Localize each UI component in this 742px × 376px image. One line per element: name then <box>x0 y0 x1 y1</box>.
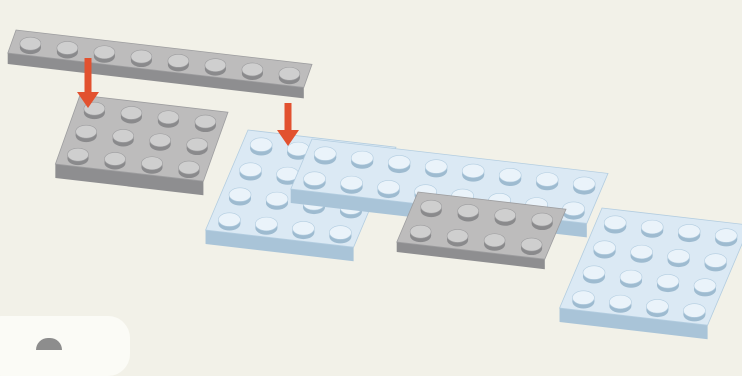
stud <box>678 224 700 238</box>
stud <box>168 54 189 67</box>
stud <box>20 37 41 50</box>
stud <box>240 163 262 177</box>
stud <box>304 172 326 186</box>
stud <box>150 134 171 147</box>
stud <box>447 229 468 242</box>
stud <box>218 213 240 227</box>
arrow-shaft <box>285 103 292 132</box>
stud <box>604 216 626 230</box>
stud <box>195 115 216 128</box>
stud <box>292 221 314 235</box>
stud <box>229 188 251 202</box>
stud <box>314 147 336 161</box>
stud <box>388 155 410 169</box>
stud <box>594 241 616 255</box>
stud <box>495 209 516 222</box>
stud <box>532 213 553 226</box>
stud <box>631 245 653 259</box>
stud <box>205 59 226 72</box>
stud <box>105 152 126 165</box>
stud <box>378 180 400 194</box>
stud <box>121 106 142 119</box>
stud <box>187 138 208 151</box>
stud <box>694 279 716 293</box>
stud <box>113 129 134 142</box>
stud <box>68 148 89 161</box>
stud <box>646 299 668 313</box>
stud <box>351 151 373 165</box>
arrow-shaft <box>85 58 92 94</box>
stud <box>425 160 447 174</box>
stud <box>499 168 521 182</box>
stud <box>242 63 263 76</box>
stud <box>341 176 363 190</box>
stud <box>620 270 642 284</box>
stud <box>641 220 663 234</box>
stud <box>131 50 152 63</box>
corner-badge <box>0 316 130 376</box>
stud <box>279 67 300 80</box>
blue-4x4-plate-right <box>560 208 742 339</box>
stud <box>572 291 594 305</box>
stud <box>329 226 351 240</box>
stud <box>76 125 97 138</box>
stud <box>521 238 542 251</box>
stud <box>683 304 705 318</box>
stud <box>573 177 595 191</box>
stud <box>250 138 272 152</box>
stud <box>158 111 179 124</box>
stud <box>179 161 200 174</box>
stud <box>142 157 163 170</box>
stud <box>57 41 78 54</box>
lego-assembly-illustration <box>0 0 742 344</box>
stud <box>458 204 479 217</box>
stud <box>266 192 288 206</box>
stud <box>255 217 277 231</box>
stud <box>715 229 737 243</box>
gray-1x8-plate <box>8 30 312 98</box>
stud <box>563 202 585 216</box>
stud <box>462 164 484 178</box>
stud <box>657 274 679 288</box>
stud <box>410 225 431 238</box>
stud <box>421 200 442 213</box>
stud <box>484 234 505 247</box>
stud <box>609 295 631 309</box>
stud <box>536 173 558 187</box>
stud <box>668 249 690 263</box>
stud <box>94 46 115 59</box>
gray-2x4-plate-left <box>55 95 228 195</box>
stud <box>705 254 727 268</box>
stud <box>583 266 605 280</box>
